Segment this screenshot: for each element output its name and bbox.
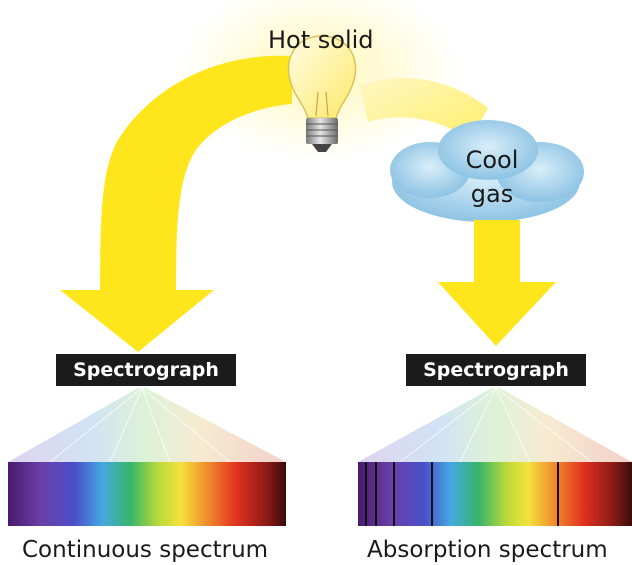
right-spectrograph-box: Spectrograph [406,354,586,386]
light-bulb-icon [287,35,357,152]
continuous-spectrum-bar [8,462,286,526]
right-beam [360,77,488,140]
absorption-spectrum [358,462,632,526]
left-dispersion-fan [8,388,286,462]
continuous-spectrum-caption: Continuous spectrum [22,537,269,563]
right-beam-arrow [438,220,556,346]
cool-gas-cloud [390,120,584,222]
left-beam-arrow [60,55,292,353]
cool-gas-label-line2: gas [470,180,514,208]
absorption-spectrum-caption: Absorption spectrum [367,537,608,563]
cool-gas-label-line1: Cool [465,146,519,174]
left-spectrograph-box: Spectrograph [56,354,236,386]
right-fan-rays [399,387,593,463]
hot-solid-label: Hot solid [268,26,374,54]
right-dispersion-fan [358,388,632,462]
left-fan-rays [49,387,231,463]
